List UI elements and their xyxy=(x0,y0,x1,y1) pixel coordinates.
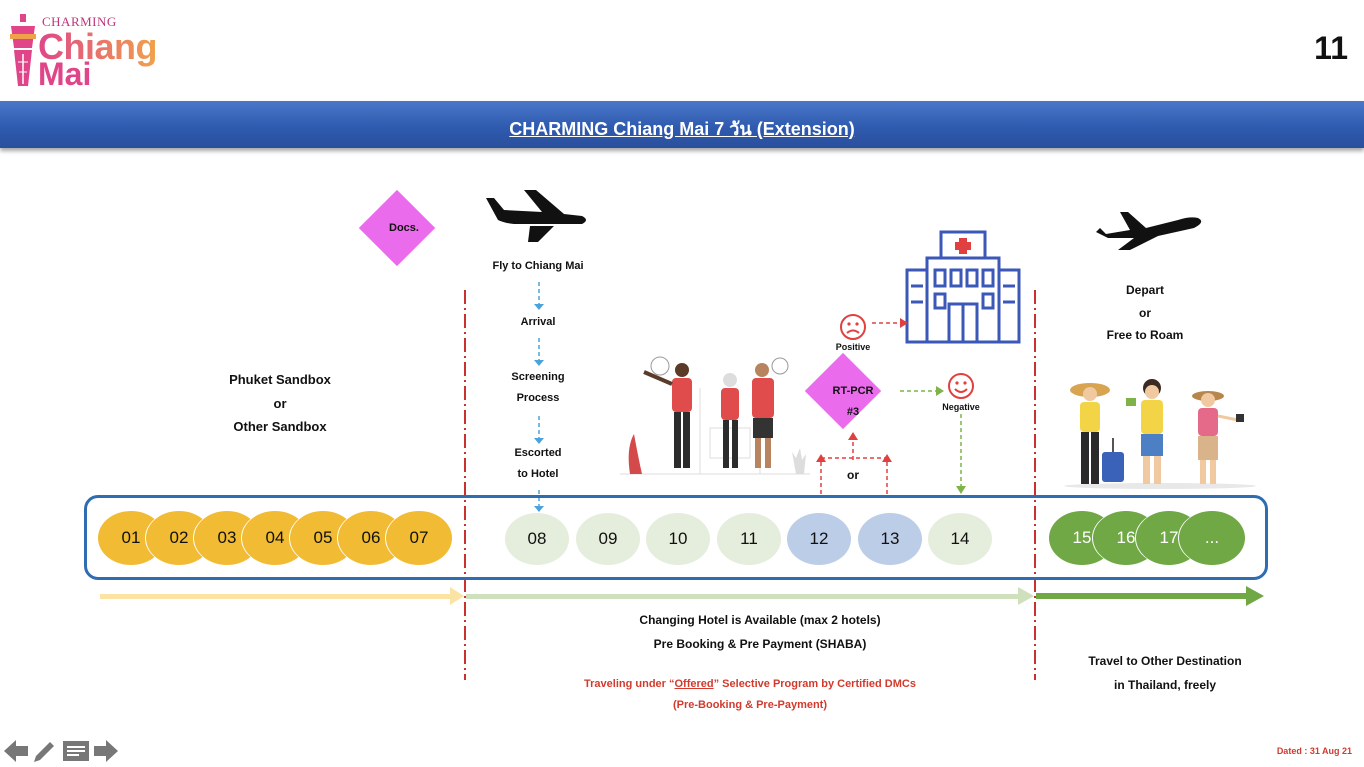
page-number: 11 xyxy=(1314,30,1348,66)
hospital-icon xyxy=(905,230,1021,344)
logo-chiang-text: Chiang xyxy=(38,26,158,67)
sad-face-icon xyxy=(840,314,866,340)
dated-label: Dated : 31 Aug 21 xyxy=(1276,746,1352,756)
sandbox-line3: Other Sandbox xyxy=(233,419,327,434)
escorted-label-1: Escorted xyxy=(514,447,562,459)
or-label: or xyxy=(847,468,859,482)
negative-arrow xyxy=(900,386,944,396)
day-circle: 11 xyxy=(717,513,781,565)
day-timeline-box xyxy=(84,495,1268,580)
lantern-logo-icon xyxy=(10,14,36,86)
escorted-label-2: to Hotel xyxy=(517,468,559,480)
title-banner xyxy=(0,101,1364,148)
notes-icon[interactable] xyxy=(63,741,89,761)
day-circle: 07 xyxy=(386,511,452,565)
prev-arrow-icon[interactable] xyxy=(4,740,28,762)
fly-label: Fly to Chiang Mai xyxy=(492,260,584,272)
day-circle: ... xyxy=(1179,511,1245,565)
docs-label: Docs. xyxy=(389,222,419,234)
negative-label: Negative xyxy=(942,402,980,412)
smile-face-icon xyxy=(948,373,974,399)
divider-line-1 xyxy=(464,290,466,680)
rtpcr-label-2: #3 xyxy=(846,406,860,418)
depart-line3: Free to Roam xyxy=(1106,328,1184,342)
travel-line1: Travel to Other Destination xyxy=(1088,654,1242,668)
dmc-note-offered: Offered xyxy=(674,678,714,690)
dmc-note: Traveling under “Offered” Selective Prog… xyxy=(540,678,960,690)
divider-line-2 xyxy=(1034,290,1036,680)
day-circle: 08 xyxy=(505,513,569,565)
dmc-note-post: ” Selective Program by Certified DMCs xyxy=(713,678,916,690)
day-circle: 09 xyxy=(576,513,640,565)
hotel-line1: Changing Hotel is Available (max 2 hotel… xyxy=(639,613,881,627)
airplane-icon xyxy=(1096,212,1202,250)
sandbox-line1: Phuket Sandbox xyxy=(229,372,331,387)
dmc-note-line2: (Pre-Booking & Pre-Payment) xyxy=(672,699,828,711)
travel-line2: in Thailand, freely xyxy=(1113,678,1217,692)
logo-top-text: CHARMING xyxy=(42,14,117,29)
day-circle: 14 xyxy=(928,513,992,565)
day-circle: 10 xyxy=(646,513,710,565)
test-day-arrows xyxy=(816,454,892,494)
arrival-flow-arrows xyxy=(534,282,544,512)
logo-mai-text: Mai xyxy=(38,56,92,92)
banner-title: CHARMING Chiang Mai 7 วัน (Extension) xyxy=(509,119,855,139)
next-arrow-icon[interactable] xyxy=(94,740,118,762)
negative-down-arrow xyxy=(956,414,966,494)
depart-line2: or xyxy=(1139,306,1151,320)
day-circle: 13 xyxy=(858,513,922,565)
rtpcr-label-1: RT-PCR xyxy=(832,385,874,397)
tourists-illustration xyxy=(620,356,810,475)
depart-line1: Depart xyxy=(1125,283,1164,297)
sandbox-line2: or xyxy=(273,396,287,411)
screening-label-2: Process xyxy=(516,392,560,404)
timeline-arrows xyxy=(100,586,1264,606)
travelers-illustration xyxy=(1064,379,1256,489)
arrival-label: Arrival xyxy=(520,316,556,328)
dmc-note-pre: Traveling under “ xyxy=(584,678,675,690)
airplane-icon xyxy=(486,190,586,242)
pencil-icon[interactable] xyxy=(32,738,58,764)
positive-arrow xyxy=(872,318,908,328)
positive-label: Positive xyxy=(835,342,871,352)
screening-label-1: Screening xyxy=(511,371,565,383)
positive-up-arrow xyxy=(848,432,858,460)
day-circle: 12 xyxy=(787,513,851,565)
hotel-line2: Pre Booking & Pre Payment (SHABA) xyxy=(653,637,867,651)
